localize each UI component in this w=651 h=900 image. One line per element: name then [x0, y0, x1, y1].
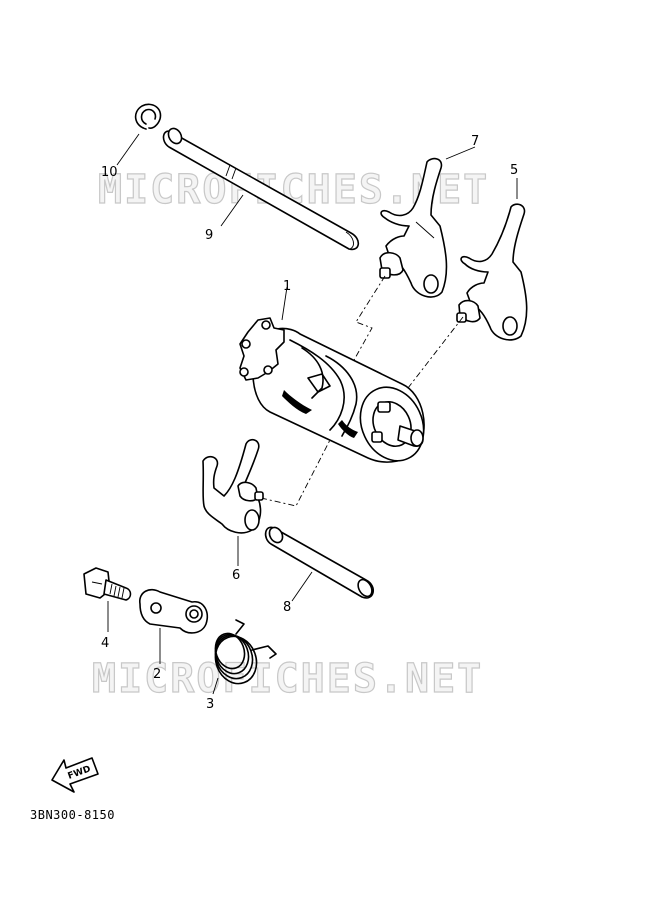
callout-6: 6 [232, 568, 240, 583]
leader-8 [291, 571, 313, 602]
part-9-shaft [162, 127, 360, 251]
part-4-bolt [83, 567, 132, 601]
callout-7: 7 [471, 134, 479, 149]
diagram-code: 3BN300-8150 [30, 808, 115, 822]
callout-4: 4 [101, 636, 109, 651]
leader-9 [220, 194, 244, 227]
callout-2: 2 [153, 667, 161, 682]
watermark-bottom: MICROFICHES.NET [92, 656, 483, 702]
callout-5: 5 [510, 163, 518, 178]
leader-3 [212, 677, 219, 695]
part-2-stopper-lever [139, 588, 208, 634]
leader-1 [281, 286, 288, 321]
callout-3: 3 [206, 697, 214, 712]
leader-10 [116, 133, 140, 166]
fwd-arrow-icon: FWD [51, 757, 99, 793]
part-7-shift-fork [379, 157, 448, 298]
part-8-shaft [264, 526, 374, 599]
part-3-torsion-spring [214, 619, 277, 685]
callout-1: 1 [283, 279, 291, 294]
leader-7 [445, 146, 476, 160]
callout-10: 10 [101, 165, 118, 180]
callout-8: 8 [283, 600, 291, 615]
alignment-lines [260, 275, 464, 507]
callout-9: 9 [205, 228, 213, 243]
part-1-shift-drum [239, 317, 425, 463]
part-5-shift-fork [456, 203, 528, 341]
part-6-shift-fork [202, 438, 264, 534]
part-10-circlip [134, 103, 162, 130]
